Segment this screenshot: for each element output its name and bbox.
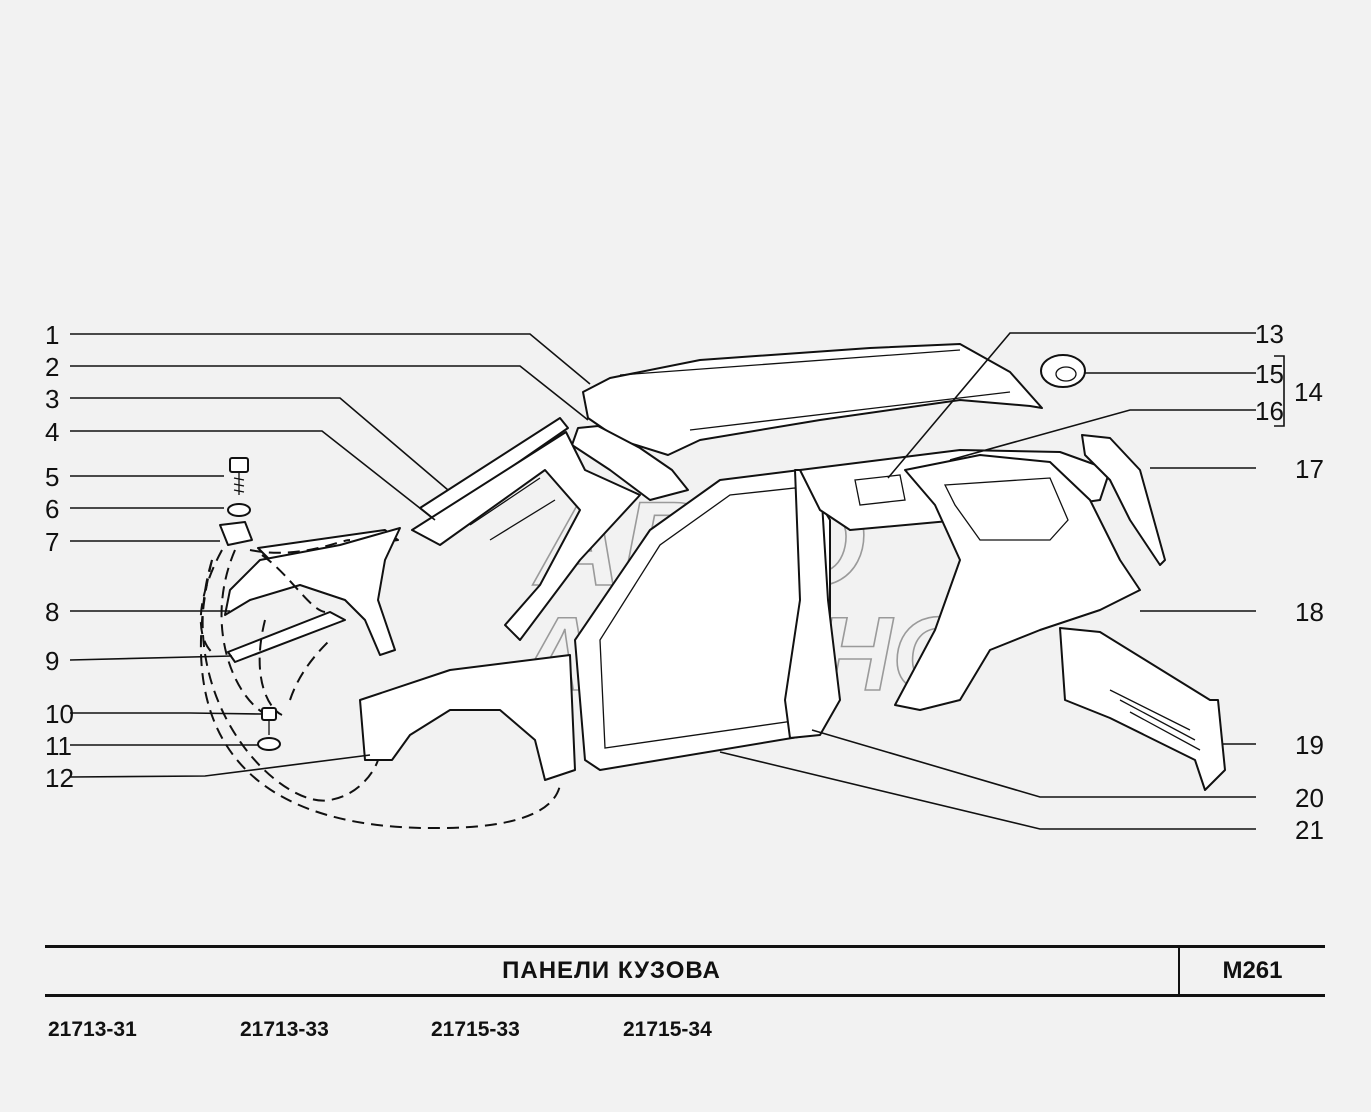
rear-wing: [894, 454, 1141, 711]
callout-5: 5: [45, 462, 59, 492]
callout-1: 1: [45, 320, 59, 350]
fuel-filler-flap: [1040, 354, 1086, 388]
b-pillar: [784, 469, 841, 739]
callout-7: 7: [45, 527, 59, 557]
callout-6: 6: [45, 494, 59, 524]
callouts: 1 2 3 4 5 6 7 8 9 10 11 12 13 14 15 16 1…: [45, 319, 1324, 845]
model-code: 21713-33: [240, 1018, 329, 1041]
a-pillar-inner: [411, 431, 641, 641]
title-block: ПАНЕЛИ КУЗОВА M261: [45, 945, 1325, 997]
roof-panel-rib: [619, 349, 1011, 431]
assembly-path-1: [199, 549, 223, 656]
page-title: ПАНЕЛИ КУЗОВА: [502, 957, 721, 984]
callout-10: 10: [45, 699, 74, 729]
callout-18: 18: [1295, 597, 1324, 627]
model-code: 21715-33: [431, 1018, 520, 1041]
rear-floor-ribs: [1109, 689, 1201, 751]
callout-20: 20: [1295, 783, 1324, 813]
a-pillar-detail: [469, 477, 556, 541]
model-code: 21713-31: [48, 1018, 137, 1041]
callout-8: 8: [45, 597, 59, 627]
assembly-path-6: [289, 639, 331, 701]
front-side-wing: [359, 654, 576, 781]
callout-4: 4: [45, 417, 59, 447]
callout-19: 19: [1295, 730, 1324, 760]
callout-11: 11: [45, 731, 72, 761]
callout-21: 21: [1295, 815, 1324, 845]
callout-13: 13: [1255, 319, 1284, 349]
rear-floor-panel: [1059, 627, 1226, 791]
assembly-path-8: [200, 559, 561, 830]
assembly-path-3: [249, 539, 351, 554]
title-separator: [1178, 948, 1180, 994]
sheet-code: M261: [1222, 957, 1283, 984]
rear-pillar-inner: [1081, 434, 1166, 566]
assembly-path-7: [201, 559, 379, 802]
model-code: 21715-34: [623, 1018, 712, 1041]
washer-6: [227, 503, 251, 517]
bolt-5: [229, 457, 249, 495]
callout-3: 3: [45, 384, 59, 414]
assembly-path-4: [261, 554, 326, 613]
rear-quarter-window: [943, 477, 1069, 541]
fuel-filler-cap: [1055, 366, 1077, 382]
callout-15: 15: [1255, 359, 1284, 389]
callout-14: 14: [1294, 377, 1323, 407]
bolt-10: [261, 707, 277, 735]
callout-16: 16: [1255, 396, 1284, 426]
rear-side-window-cut: [854, 474, 906, 506]
clip-7: [219, 521, 253, 546]
assembly-path-5: [258, 619, 283, 716]
assembly-path-2: [220, 549, 263, 713]
leader-lines: [69, 332, 1285, 830]
callout-17: 17: [1295, 454, 1324, 484]
windscreen-upper-frame: [571, 425, 689, 501]
callout-2: 2: [45, 352, 59, 382]
callout-12: 12: [45, 763, 74, 793]
washer-11: [257, 737, 281, 751]
fender-lower-bracket: [227, 611, 346, 663]
callout-9: 9: [45, 646, 59, 676]
